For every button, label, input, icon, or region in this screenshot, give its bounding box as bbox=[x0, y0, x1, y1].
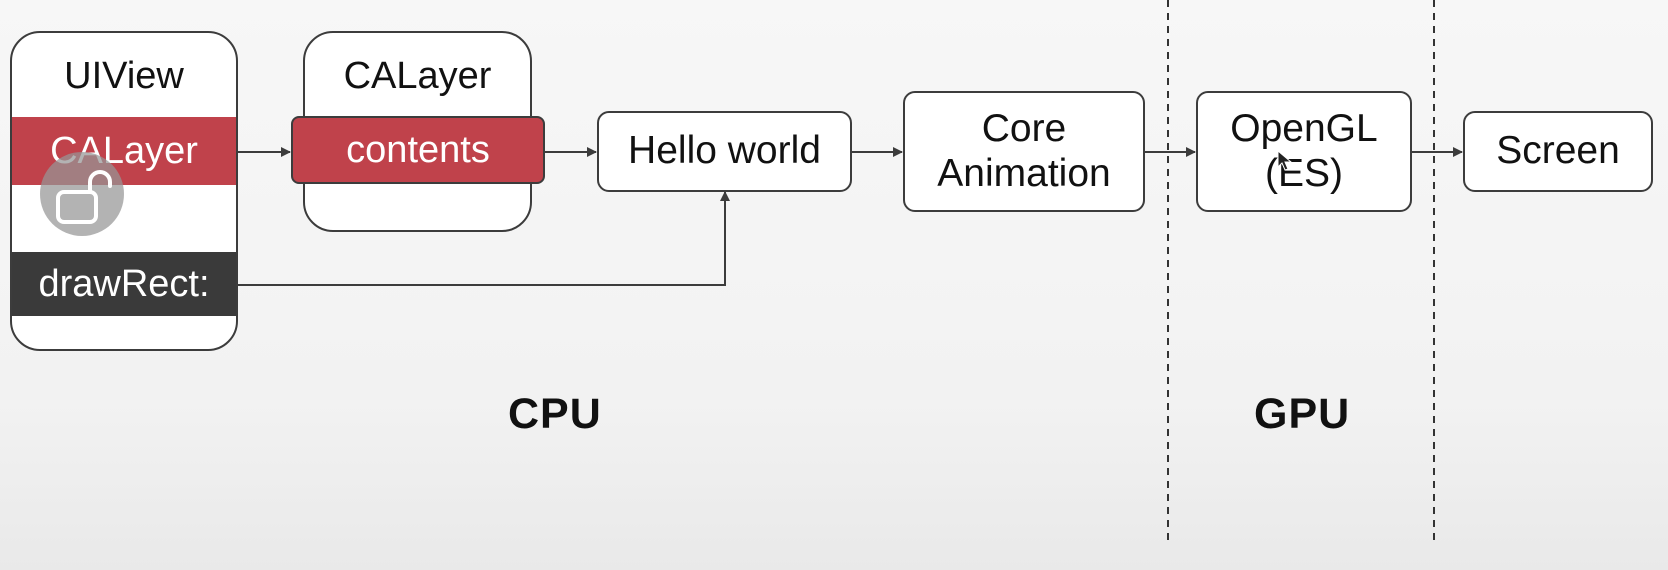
screen-label: Screen bbox=[1496, 129, 1620, 173]
uiview-title: UIView bbox=[64, 55, 184, 97]
unlock-button[interactable] bbox=[40, 152, 124, 236]
screen-box: Screen bbox=[1463, 111, 1653, 192]
core-animation-line1: Core bbox=[981, 106, 1067, 150]
mouse-cursor-icon bbox=[1277, 150, 1293, 171]
arrow-drawrect-to-hello bbox=[238, 191, 730, 286]
unlock-icon bbox=[56, 170, 112, 224]
gpu-label: GPU bbox=[1254, 390, 1351, 438]
uiview-box: UIView CALayer drawRect: bbox=[10, 31, 238, 351]
hello-world-label: Hello world bbox=[628, 129, 821, 173]
core-animation-box: Core Animation bbox=[903, 91, 1145, 212]
hello-world-box: Hello world bbox=[597, 111, 852, 192]
uiview-calayer-band: CALayer bbox=[12, 117, 236, 185]
uiview-drawrect-band: drawRect: bbox=[12, 252, 236, 316]
opengl-box: OpenGL (ES) bbox=[1196, 91, 1412, 212]
calayer-title: CALayer bbox=[343, 55, 492, 97]
cpu-label: CPU bbox=[508, 390, 602, 438]
contents-band: contents bbox=[291, 116, 545, 184]
core-animation-line2: Animation bbox=[937, 151, 1111, 195]
opengl-line1: OpenGL bbox=[1230, 106, 1378, 150]
